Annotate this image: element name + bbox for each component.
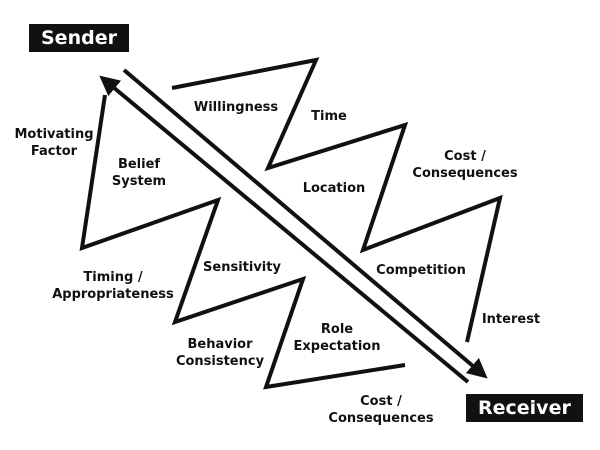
label-role-line1: Role <box>320 322 354 337</box>
label-timing-line2: Appropriateness <box>52 287 174 302</box>
sender-box: Sender <box>29 24 129 52</box>
label-belief-line1: Belief <box>117 157 161 172</box>
label-interest: Interest <box>481 312 541 327</box>
label-role-line2: Expectation <box>293 339 381 354</box>
label-cost-bottom-line1: Cost / <box>360 394 402 409</box>
label-belief-line2: System <box>111 174 167 189</box>
label-behavior-line2: Consistency <box>175 354 265 369</box>
label-motivating-line1: Motivating <box>14 127 94 142</box>
label-timing-appropriateness: Timing / Appropriateness <box>52 269 174 303</box>
label-cost-top-line1: Cost / <box>444 149 486 164</box>
label-willingness: Willingness <box>193 100 279 115</box>
arrow-sender-to-receiver <box>122 68 488 379</box>
label-cost-consequences-bottom: Cost / Consequences <box>328 393 433 427</box>
label-cost-consequences-top: Cost / Consequences <box>412 148 517 182</box>
label-timing-line1: Timing / <box>83 270 143 285</box>
label-competition: Competition <box>376 263 466 278</box>
label-belief-system: Belief System <box>112 156 166 190</box>
label-time: Time <box>311 109 347 124</box>
label-motivating-factor: Motivating Factor <box>14 126 93 160</box>
label-behavior-line1: Behavior <box>187 337 253 352</box>
label-behavior-consistency: Behavior Consistency <box>176 336 264 370</box>
label-location: Location <box>302 181 366 196</box>
label-sensitivity: Sensitivity <box>203 260 281 275</box>
label-role-expectation: Role Expectation <box>294 321 381 355</box>
receiver-box: Receiver <box>466 394 583 422</box>
arrow-receiver-to-sender <box>99 75 470 384</box>
lower-zigzag-line <box>79 94 406 390</box>
label-cost-bottom-line2: Consequences <box>328 411 434 426</box>
upper-zigzag-line <box>171 57 503 343</box>
label-cost-top-line2: Consequences <box>412 166 518 181</box>
label-motivating-line2: Factor <box>30 144 78 159</box>
